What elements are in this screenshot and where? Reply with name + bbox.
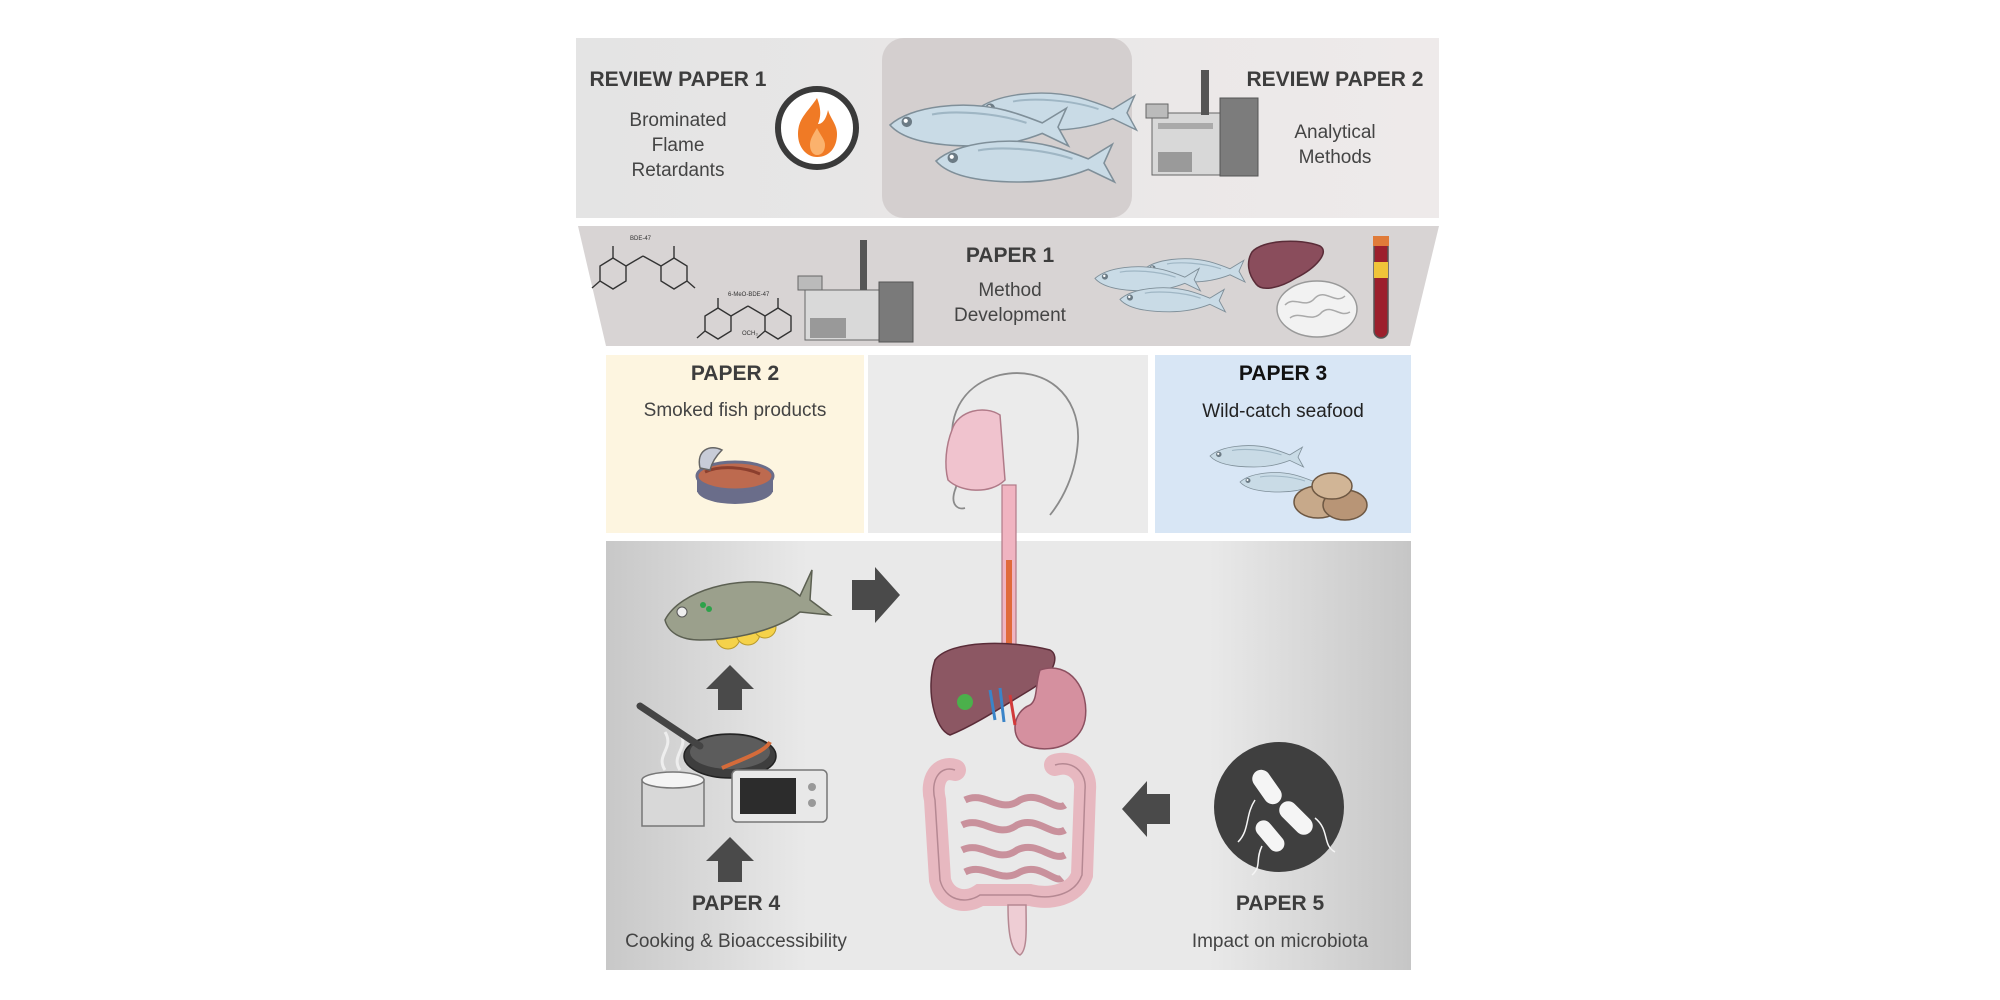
seafood-icon [1209,445,1368,521]
left-arrow-icon [1122,781,1170,837]
review-paper2-line: Methods [1298,147,1372,168]
paper1-line: Method [978,280,1042,301]
up-arrow-icon [706,665,754,710]
cooked-fish-icon [664,569,833,650]
review-paper1-line: Brominated [629,110,727,131]
paper2-subtitle: Smoked fish products [643,400,827,421]
liver-icon [1247,240,1325,290]
review-paper2-title: REVIEW PAPER 2 [1246,68,1424,91]
review-paper1-line: Retardants [631,160,725,181]
paper4-subtitle: Cooking & Bioaccessibility [625,931,847,952]
blood-tube-icon [1373,236,1389,339]
canned-fish-icon [695,447,775,504]
paper3-subtitle: Wild-catch seafood [1202,401,1364,422]
paper5-subtitle: Impact on microbiota [1191,931,1369,952]
paper4-title: PAPER 4 [691,892,781,915]
paper2-title: PAPER 2 [690,362,780,385]
paper1-banner [578,226,1439,346]
bde47-label: BDE-47 [630,236,652,242]
flame-icon [775,86,859,170]
paper3-title: PAPER 3 [1238,362,1328,385]
paper5-title: PAPER 5 [1235,892,1325,915]
paper1-line: Development [954,305,1066,326]
review-paper1-subtitle: Brominated Flame Retardants [578,108,778,183]
meo-bde47-structure [696,298,792,340]
brain-icon [1276,280,1358,338]
review-paper1-title: REVIEW PAPER 1 [589,68,767,91]
cookware-icon [636,702,828,827]
digestive-system-illustration [922,372,1097,956]
paper1-subtitle: Method Development [920,278,1100,328]
gc-ms-instrument-icon [797,240,914,343]
up-arrow-icon [706,837,754,882]
right-arrow-icon [852,567,900,623]
bde47-structure [591,246,696,290]
paper3-panel [1155,355,1411,533]
paper1-title: PAPER 1 [965,244,1055,267]
bacteria-icon [1214,742,1344,876]
gc-instrument-icon [1145,70,1259,177]
review-paper2-line: Analytical [1294,122,1376,143]
meo-bde47-label: 6-MeO-BDE-47 [728,292,770,298]
review-paper2-subtitle: Analytical Methods [1285,120,1385,170]
och3-label: OCH₃ [742,331,758,337]
review-paper1-line: Flame [651,135,705,156]
